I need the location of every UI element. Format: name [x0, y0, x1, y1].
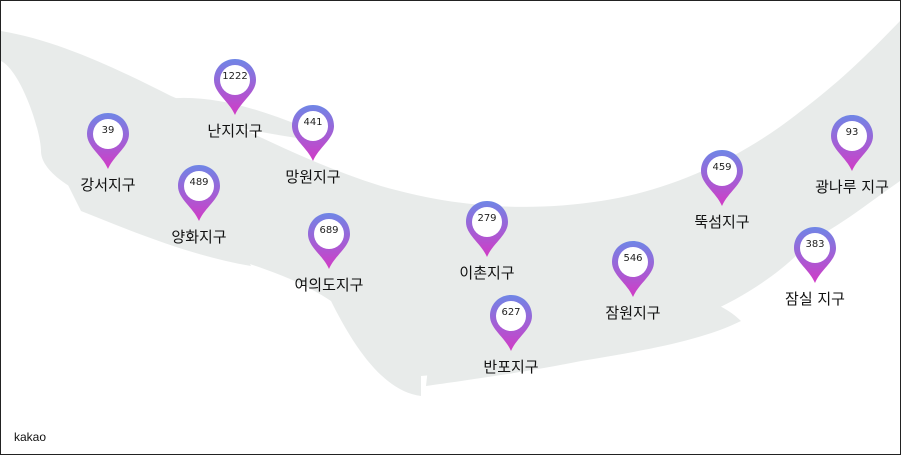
map-marker-icon: [490, 295, 532, 351]
kakao-logo[interactable]: kakao: [14, 430, 47, 444]
marker-pin[interactable]: 627: [488, 293, 534, 353]
marker-pin[interactable]: 689: [306, 211, 352, 271]
map-marker-icon: [612, 241, 654, 297]
marker-pin[interactable]: 383: [792, 225, 838, 285]
map-marker-icon: [466, 201, 508, 257]
marker-count: 383: [805, 239, 825, 250]
map-marker-icon: [308, 213, 350, 269]
district-label[interactable]: 망원지구: [285, 168, 341, 186]
district-label[interactable]: 난지지구: [207, 122, 263, 140]
district-label[interactable]: 반포지구: [483, 358, 539, 376]
district-label[interactable]: 잠원지구: [605, 304, 661, 322]
marker-pin[interactable]: 441: [290, 103, 336, 163]
district-label[interactable]: 이촌지구: [459, 264, 515, 282]
district-label[interactable]: 강서지구: [80, 176, 136, 194]
marker-pin[interactable]: 1222: [212, 57, 258, 117]
marker-count: 1222: [222, 71, 248, 82]
marker-count: 689: [319, 225, 339, 236]
district-label[interactable]: 뚝섬지구: [694, 213, 750, 231]
map-marker-icon: [794, 227, 836, 283]
map-marker-icon: [831, 115, 873, 171]
marker-pin[interactable]: 279: [464, 199, 510, 259]
district-label[interactable]: 여의도지구: [294, 276, 364, 294]
marker-count: 39: [101, 125, 115, 136]
map-marker-icon: [178, 165, 220, 221]
marker-count: 441: [303, 117, 323, 128]
map-marker-icon: [87, 113, 129, 169]
district-label[interactable]: 잠실 지구: [785, 290, 845, 308]
map-marker-icon: [701, 150, 743, 206]
district-label[interactable]: 광나루 지구: [815, 178, 889, 196]
marker-count: 459: [712, 162, 732, 173]
district-label[interactable]: 양화지구: [171, 228, 227, 246]
marker-pin[interactable]: 39: [85, 111, 131, 171]
map-marker-icon: [214, 59, 256, 115]
marker-count: 279: [477, 213, 497, 224]
marker-count: 627: [501, 307, 521, 318]
marker-pin[interactable]: 459: [699, 148, 745, 208]
marker-pin[interactable]: 93: [829, 113, 875, 173]
map-marker-icon: [292, 105, 334, 161]
marker-count: 93: [845, 127, 859, 138]
marker-count: 546: [623, 253, 643, 264]
marker-pin[interactable]: 546: [610, 239, 656, 299]
marker-count: 489: [189, 177, 209, 188]
marker-pin[interactable]: 489: [176, 163, 222, 223]
